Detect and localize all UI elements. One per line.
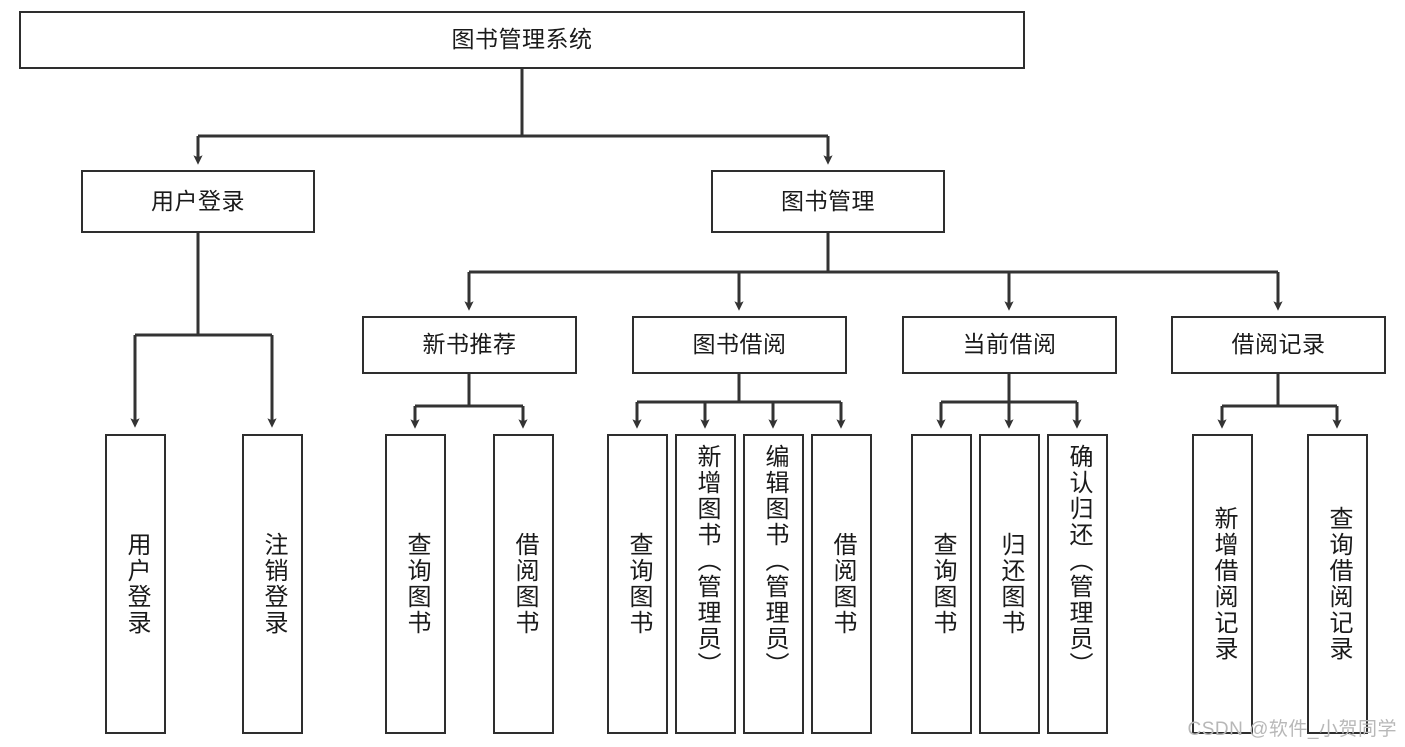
leaf-query-book-recommendation[interactable]: 查询图书: [385, 434, 446, 734]
node-label: 用户登录: [122, 532, 150, 636]
leaf-borrow-book-recommendation[interactable]: 借阅图书: [493, 434, 554, 734]
leaf-query-book-current[interactable]: 查询图书: [911, 434, 972, 734]
node-label: 新增借阅记录: [1209, 506, 1237, 662]
leaf-add-borrow-record[interactable]: 新增借阅记录: [1192, 434, 1253, 734]
node-user-login[interactable]: 用户登录: [81, 170, 315, 233]
node-label: 当前借阅: [962, 331, 1057, 358]
node-label: 注销登录: [259, 532, 287, 636]
node-label: 查询图书: [624, 532, 652, 636]
leaf-borrow-book[interactable]: 借阅图书: [811, 434, 872, 734]
leaf-add-book-admin[interactable]: 新增图书（管理员）: [675, 434, 736, 734]
node-label: 借阅图书: [828, 532, 856, 636]
node-label: 查询图书: [928, 532, 956, 636]
leaf-query-borrow-record[interactable]: 查询借阅记录: [1307, 434, 1368, 734]
node-current-borrow[interactable]: 当前借阅: [902, 316, 1117, 374]
node-label: 查询借阅记录: [1324, 506, 1352, 662]
node-borrow-record[interactable]: 借阅记录: [1171, 316, 1386, 374]
node-label: 图书管理系统: [451, 26, 593, 53]
node-label: 借阅记录: [1231, 331, 1326, 358]
node-label: 用户登录: [151, 187, 245, 214]
node-book-management[interactable]: 图书管理: [711, 170, 945, 233]
node-label: 图书管理: [781, 187, 875, 214]
leaf-query-book-borrow[interactable]: 查询图书: [607, 434, 668, 734]
node-label: 图书借阅: [692, 331, 787, 358]
leaf-return-book[interactable]: 归还图书: [979, 434, 1040, 734]
node-label: 借阅图书: [510, 532, 538, 636]
node-label: 编辑图书（管理员）: [760, 444, 788, 678]
node-label: 新书推荐: [422, 331, 517, 358]
node-label: 归还图书: [996, 532, 1024, 636]
leaf-logout[interactable]: 注销登录: [242, 434, 303, 734]
node-new-book-recommendation[interactable]: 新书推荐: [362, 316, 577, 374]
leaf-edit-book-admin[interactable]: 编辑图书（管理员）: [743, 434, 804, 734]
node-label: 确认归还（管理员）: [1064, 444, 1092, 678]
node-root-book-management-system[interactable]: 图书管理系统: [19, 11, 1025, 69]
node-book-borrow[interactable]: 图书借阅: [632, 316, 847, 374]
node-label: 新增图书（管理员）: [692, 444, 720, 678]
node-label: 查询图书: [402, 532, 430, 636]
leaf-user-login[interactable]: 用户登录: [105, 434, 166, 734]
leaf-confirm-return-admin[interactable]: 确认归还（管理员）: [1047, 434, 1108, 734]
